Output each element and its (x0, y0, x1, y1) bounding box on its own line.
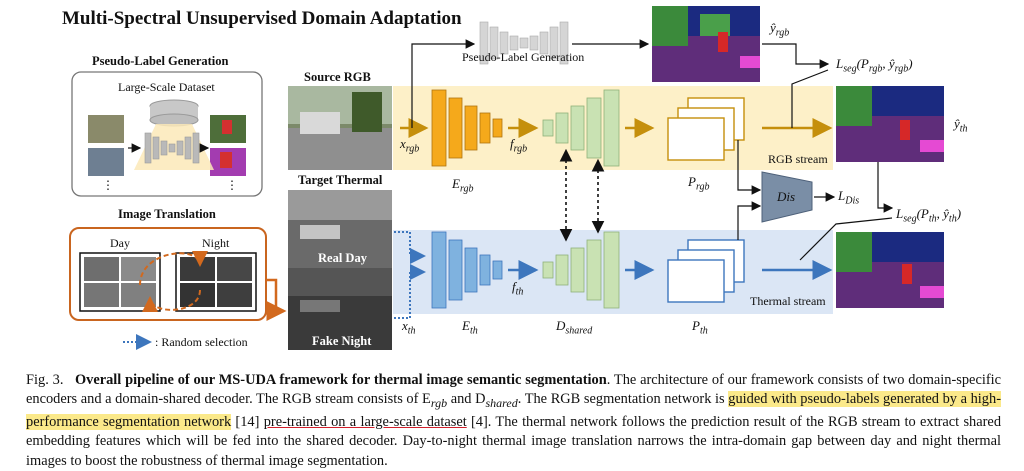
y-hat-th-symbol: ŷth (954, 116, 968, 135)
dataset-dots-right: ⋮ (226, 178, 238, 192)
caption-part3: [4]. The thermal network follows the pre… (26, 414, 1002, 469)
caption-bold-title: Overall pipeline of our MS-UDA framework… (74, 372, 607, 388)
encoder-rgb (431, 89, 503, 167)
discriminator-label: Dis (777, 189, 796, 204)
dataset-dots-left: ⋮ (102, 178, 114, 192)
p-rgb-symbol: Prgb (688, 174, 710, 193)
translation-cycle-arrow (139, 250, 208, 286)
decoder-shared-thermal (542, 231, 620, 309)
top-pseudo-label-network (479, 21, 569, 65)
f-rgb-symbol: frgb (510, 136, 528, 155)
caption-part2: [14] (231, 414, 264, 431)
e-th-symbol: Eth (462, 318, 478, 337)
prediction-thermal-stack (667, 239, 745, 303)
thermal-output-segmentation (836, 232, 944, 308)
caption-underline: pre-trained on a large-scale dataset (263, 414, 467, 431)
pseudo-network-icon (128, 99, 214, 170)
x-rgb-symbol: xrgb (400, 136, 420, 155)
d-shared-symbol: Dshared (556, 318, 593, 337)
y-hat-rgb-symbol: ŷrgb (770, 20, 790, 39)
f-th-symbol: fth (512, 279, 524, 298)
fake-night-label: Fake Night (312, 334, 372, 348)
thermal-fake-night-image (288, 268, 392, 350)
loss-dis: LDis (838, 188, 860, 207)
day-label: Day (110, 236, 130, 250)
caption-part1: . The architecture of our framework cons… (26, 372, 1002, 408)
p-th-symbol: Pth (692, 318, 708, 337)
figure-title: Multi-Spectral Unsupervised Domain Adapt… (62, 8, 462, 29)
night-label: Night (202, 236, 230, 250)
day-thumbnails (84, 257, 156, 307)
x-th-symbol: xth (402, 318, 416, 337)
pseudo-label-image (652, 6, 760, 82)
source-rgb-label: Source RGB (304, 70, 371, 84)
top-pseudo-label-label: Pseudo-Label Generation (462, 50, 585, 64)
caption-part1b-sub: shared (485, 396, 518, 411)
thermal-stream-label: Thermal stream (750, 294, 826, 308)
pipeline-diagram (69, 6, 944, 350)
dataset-label: Large-Scale Dataset (118, 80, 215, 94)
rgb-stream-label: RGB stream (768, 152, 828, 166)
caption-part1c: . The RGB segmentation network is (517, 391, 729, 408)
pseudo-label-input-path (411, 39, 476, 128)
real-day-label: Real Day (318, 251, 367, 265)
figure-caption: Fig. 3. Overall pipeline of our MS-UDA f… (26, 371, 1001, 471)
discriminator-shape (761, 171, 813, 223)
loss-seg-th: Lseg(Pth, ŷth) (896, 206, 962, 225)
caption-part1-sub: rgb (430, 396, 448, 411)
translation-to-thermal-arrow (266, 278, 287, 321)
image-translation-header: Image Translation (118, 207, 216, 221)
pseudo-label-header: Pseudo-Label Generation (92, 54, 229, 68)
caption-part1b: and D (447, 391, 486, 408)
decoder-shared-rgb (542, 89, 620, 167)
thermal-real-day-image (288, 190, 392, 268)
e-rgb-symbol: Ergb (452, 176, 474, 195)
caption-fig-label: Fig. 3. (26, 372, 64, 388)
loss-seg-rgb: Lseg(Prgb, ŷrgb) (836, 56, 913, 75)
random-selection-legend: : Random selection (155, 335, 248, 349)
target-thermal-label: Target Thermal (298, 173, 383, 187)
dataset-thumbnails (88, 115, 246, 176)
night-thumbnails (180, 257, 252, 307)
source-rgb-image (288, 86, 392, 170)
prediction-rgb-stack (667, 97, 745, 161)
encoder-thermal (431, 231, 503, 309)
rgb-output-segmentation (836, 86, 944, 162)
